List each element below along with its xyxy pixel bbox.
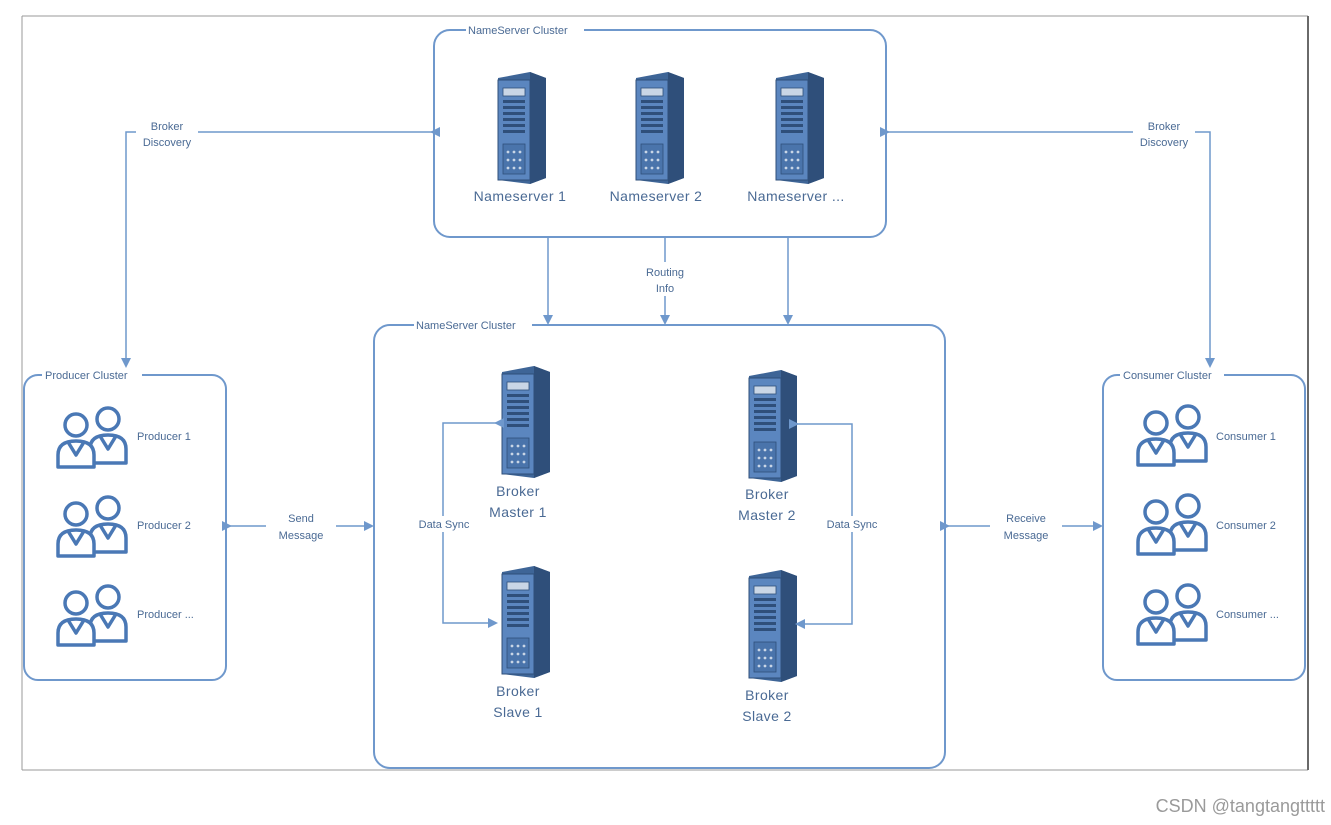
consumer-1-label: Consumer 1 — [1216, 431, 1276, 443]
nameserver-2-icon — [635, 72, 685, 184]
producer-n-icon — [56, 584, 128, 647]
receive-message-line1: Receive — [1006, 513, 1046, 525]
send-message-line1: Send — [288, 513, 314, 525]
producer-1-label: Producer 1 — [137, 431, 191, 443]
nameserver-cluster-title: NameServer Cluster — [468, 25, 568, 37]
label-bg — [636, 262, 694, 296]
consumer-cluster-title: Consumer Cluster — [1123, 370, 1212, 382]
broker-discovery-left-arrow — [121, 127, 440, 368]
cluster-title-bg — [466, 23, 584, 37]
producer-cluster-title: Producer Cluster — [45, 370, 128, 382]
nameserver-cluster: NameServer Cluster Nameserver 1 Nameserv… — [433, 23, 887, 238]
broker-master-2-icon — [748, 370, 798, 482]
producer-1-icon — [56, 406, 128, 469]
nameserver-2-label: Nameserver 2 — [610, 188, 703, 204]
broker-cluster: NameServer Cluster Broker Master 1 Broke… — [373, 318, 946, 769]
data-sync-left-label: Data Sync — [419, 519, 470, 531]
broker-cluster-title: NameServer Cluster — [416, 320, 516, 332]
watermark: CSDN @tangtangttttt — [1155, 796, 1325, 816]
nameserver-1-icon — [497, 72, 547, 184]
broker-discovery-right-line2: Discovery — [1140, 137, 1189, 149]
label-bg — [1133, 116, 1195, 150]
producer-2-label: Producer 2 — [137, 520, 191, 532]
cluster-title-bg — [1120, 368, 1224, 382]
broker-discovery-right-line1: Broker — [1148, 121, 1181, 133]
routing-info-line2: Info — [656, 283, 674, 295]
broker-master-1-icon — [501, 366, 551, 478]
nameserver-n-label: Nameserver ... — [747, 188, 844, 204]
cluster-title-bg — [414, 318, 532, 332]
producer-n-label: Producer ... — [137, 609, 194, 621]
broker-discovery-left-line2: Discovery — [143, 137, 192, 149]
label-bg — [990, 510, 1062, 544]
broker-master-1-line2: Master 1 — [489, 504, 547, 520]
broker-slave-2-line2: Slave 2 — [742, 708, 792, 724]
receive-message-line2: Message — [1004, 530, 1049, 542]
label-bg — [266, 510, 336, 544]
broker-discovery-left-line1: Broker — [151, 121, 184, 133]
data-sync-right-label: Data Sync — [827, 519, 878, 531]
label-bg — [412, 516, 476, 532]
broker-master-1-line1: Broker — [496, 483, 540, 499]
consumer-n-label: Consumer ... — [1216, 609, 1279, 621]
broker-discovery-right-arrow — [880, 127, 1215, 368]
producer-cluster: Producer Cluster Producer 1 Producer 2 P… — [23, 368, 227, 681]
nameserver-1-label: Nameserver 1 — [474, 188, 567, 204]
broker-master-2-line2: Master 2 — [738, 507, 796, 523]
cluster-title-bg — [42, 368, 142, 382]
broker-slave-2-line1: Broker — [745, 687, 789, 703]
producer-2-icon — [56, 495, 128, 558]
broker-master-2-line1: Broker — [745, 486, 789, 502]
consumer-2-icon — [1136, 493, 1208, 556]
label-bg — [820, 516, 884, 532]
nameserver-n-icon — [775, 72, 825, 184]
label-bg — [136, 116, 198, 150]
broker-cluster-box — [373, 324, 946, 769]
broker-slave-2-icon — [748, 570, 798, 682]
routing-info-line1: Routing — [646, 267, 684, 279]
consumer-cluster: Consumer Cluster Consumer 1 Consumer 2 C… — [1102, 368, 1306, 681]
broker-slave-1-line1: Broker — [496, 683, 540, 699]
broker-slave-1-icon — [501, 566, 551, 678]
broker-slave-1-line2: Slave 1 — [493, 704, 543, 720]
consumer-n-icon — [1136, 583, 1208, 646]
send-message-line2: Message — [279, 530, 324, 542]
consumer-1-icon — [1136, 404, 1208, 467]
consumer-2-label: Consumer 2 — [1216, 520, 1276, 532]
